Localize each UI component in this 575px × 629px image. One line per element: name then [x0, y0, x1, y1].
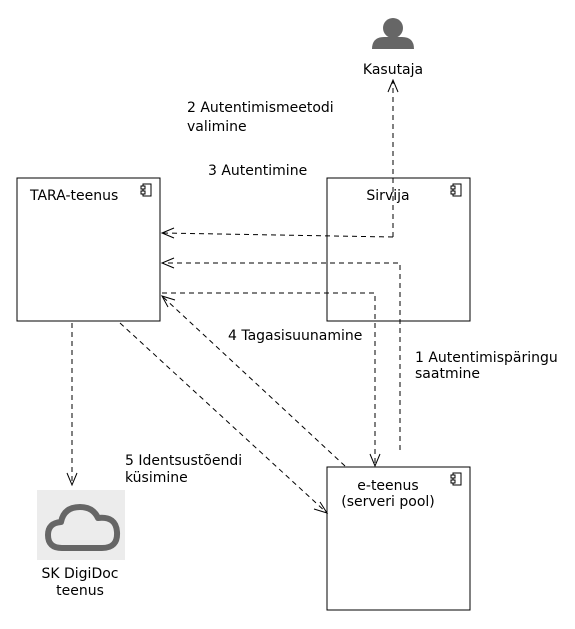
edge-tara-to-sk [66, 323, 78, 487]
user-node: Kasutaja [363, 18, 423, 78]
eservice-label-line1: e-teenus [357, 478, 418, 494]
component-icon [450, 472, 462, 486]
edge-step4-label: 4 Tagasisuunamine [228, 328, 362, 344]
edge-step2: 2 Autentimismeetodi valimine [187, 78, 399, 237]
edge-step1: 1 Autentimispäringu saatmine [160, 257, 558, 450]
browser-node: Sirvija [326, 177, 471, 322]
tara-service-label: TARA-teenus [29, 188, 118, 204]
edge-step3: 3 Autentimine [160, 163, 394, 239]
edge-step1-label-line2: saatmine [415, 366, 480, 382]
edge-step5-label-line1: 5 Identsustõendi [125, 453, 242, 469]
person-icon [372, 18, 414, 49]
user-label: Kasutaja [363, 62, 423, 78]
edge-step2-label-line2: valimine [187, 119, 247, 135]
sk-digidoc-label-line2: teenus [56, 583, 104, 599]
eservice-node: e-teenus (serveri pool) [326, 466, 471, 611]
eservice-label-line2: (serveri pool) [341, 494, 435, 510]
edge-step1-label-line1: 1 Autentimispäringu [415, 350, 558, 366]
browser-label: Sirvija [366, 188, 409, 204]
cloud-icon [45, 504, 121, 551]
sk-digidoc-node: SK DigiDoc teenus [37, 490, 125, 599]
tara-service-node: TARA-teenus [16, 177, 161, 322]
edge-eservice-to-tara [160, 295, 346, 467]
edge-step5: 5 Identsustõendi küsimine [119, 322, 329, 514]
component-icon [140, 183, 152, 197]
edge-step5-label-line2: küsimine [125, 470, 188, 486]
edge-step4: 4 Tagasisuunamine [162, 292, 381, 468]
sk-digidoc-label-line1: SK DigiDoc [41, 566, 118, 582]
edge-step3-label: 3 Autentimine [208, 163, 307, 179]
edge-step2-label-line1: 2 Autentimismeetodi [187, 100, 334, 116]
component-icon [450, 183, 462, 197]
